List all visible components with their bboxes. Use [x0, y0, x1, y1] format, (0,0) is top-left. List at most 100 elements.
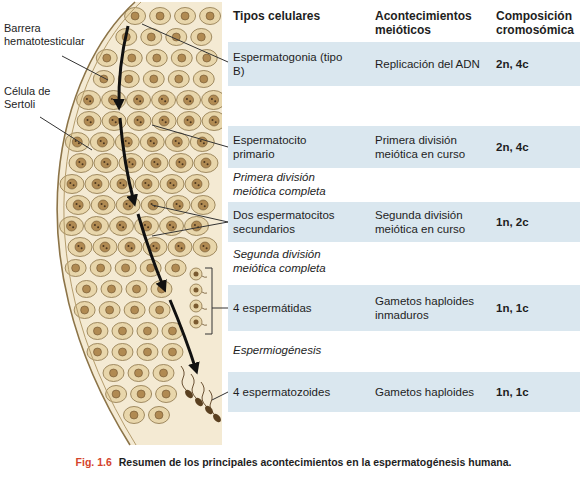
- meiotic-event: Gametos haploides: [375, 385, 487, 399]
- column-header: Acontecimientos meióticos: [375, 9, 490, 38]
- stage-note: Primera división meiótica completa: [233, 171, 348, 199]
- germ-cell: [94, 154, 118, 173]
- germ-cell: [202, 91, 226, 110]
- germ-cell: [165, 260, 186, 277]
- table-row-band: 4 espermatozoidesGametos haploides1n, 1c: [228, 372, 580, 412]
- germ-cell: [66, 196, 90, 215]
- germ-cell: [169, 154, 193, 173]
- germ-cell: [127, 112, 151, 131]
- column-header: Tipos celulares: [233, 9, 353, 23]
- germ-cell: [175, 8, 196, 25]
- figure-number: Fig. 1.6: [76, 456, 112, 468]
- germ-cell: [148, 407, 169, 424]
- germ-cell: [110, 217, 134, 236]
- germ-cell: [160, 175, 184, 194]
- germ-cell: [153, 365, 174, 382]
- table-row-band: 4 espermátidas Gametos haploides inmaduro…: [228, 285, 580, 331]
- germ-cell: [90, 133, 114, 152]
- germ-cell: [99, 302, 120, 319]
- germ-cell: [193, 238, 217, 257]
- germ-cell: [137, 344, 158, 361]
- tubule-wall: [57, 2, 222, 445]
- germ-cell: [150, 8, 171, 25]
- germ-cell: [168, 71, 189, 88]
- germ-cell: [106, 386, 127, 403]
- germ-cell: [85, 175, 109, 194]
- germ-cell: [124, 302, 145, 319]
- table-row-band: Dos espermatocitos secundarios Segunda di…: [228, 202, 580, 242]
- germ-cell: [87, 323, 108, 340]
- germ-cell: [196, 50, 217, 67]
- leader-lines: [40, 24, 228, 400]
- germ-cell: [177, 112, 201, 131]
- meiotic-event: Primera división meiótica en curso: [375, 133, 487, 161]
- germ-cell: [200, 8, 221, 25]
- germ-cell: [191, 29, 212, 46]
- maturation-arrow: [119, 26, 196, 370]
- germ-cell: [135, 175, 159, 194]
- germ-cell: [126, 281, 147, 298]
- germ-cell: [149, 302, 170, 319]
- figure-caption: Resumen de los principales acontecimient…: [119, 456, 512, 468]
- germ-cell: [143, 71, 164, 88]
- germ-cell: [85, 217, 109, 236]
- germ-cell: [101, 281, 122, 298]
- chromosome-composition: 2n, 4c: [496, 140, 576, 154]
- germ-cell: [127, 91, 151, 110]
- stage-note: Espermiogénesis: [233, 344, 383, 358]
- cell-type: Espermatogonia (tipo B): [233, 50, 348, 78]
- germ-cell: [146, 50, 167, 67]
- basement-membrane: [57, 2, 135, 445]
- chromosome-composition: 2n, 4c: [496, 57, 576, 71]
- germ-cell: [119, 154, 143, 173]
- germ-cell: [69, 154, 93, 173]
- germ-cell: [171, 50, 192, 67]
- germ-cell: [166, 29, 187, 46]
- germ-cell: [112, 323, 133, 340]
- germ-cell: [191, 196, 215, 215]
- meiotic-event: Replicación del ADN: [375, 57, 487, 71]
- germ-cell: [121, 50, 142, 67]
- germ-cell: [166, 196, 190, 215]
- cell-type: 4 espermátidas: [233, 301, 348, 315]
- meiotic-event: Segunda división meiótica en curso: [375, 208, 487, 236]
- germ-cell: [193, 71, 214, 88]
- germ-cell: [60, 217, 84, 236]
- germ-cell: [123, 407, 144, 424]
- germ-cell: [131, 386, 152, 403]
- germ-cell: [115, 133, 139, 152]
- germ-cell: [118, 238, 142, 257]
- germ-cell: [162, 344, 183, 361]
- germ-cell: [177, 91, 201, 110]
- germ-cell: [165, 133, 189, 152]
- chromosome-composition: 1n, 2c: [496, 215, 576, 229]
- germ-cell: [102, 112, 126, 131]
- chromosome-composition: 1n, 1c: [496, 385, 576, 399]
- caption-line: Fig. 1.6 Resumen de los principales acont…: [0, 456, 587, 468]
- meiotic-event: Gametos haploides inmaduros: [375, 294, 487, 322]
- germ-cell: [194, 154, 218, 173]
- germ-cell: [202, 112, 226, 131]
- germ-cell: [68, 238, 92, 257]
- germ-cell: [137, 323, 158, 340]
- germ-cell: [77, 91, 101, 110]
- germ-cell: [76, 281, 97, 298]
- germ-cell: [128, 365, 149, 382]
- germ-cell: [152, 112, 176, 131]
- bracket: [205, 268, 212, 334]
- germ-cell: [60, 175, 84, 194]
- germ-cell: [116, 196, 140, 215]
- table-row-band: Espermatocito primarioPrimera división m…: [228, 126, 580, 168]
- germ-cell: [185, 175, 209, 194]
- germ-cell: [91, 196, 115, 215]
- table-row-band: Espermatogonia (tipo B) Replicación del A…: [228, 42, 580, 86]
- chromosome-composition: 1n, 1c: [496, 301, 576, 315]
- callout-label: Célula de Sertoli: [4, 85, 66, 111]
- germ-cell: [115, 260, 136, 277]
- germ-cell: [93, 238, 117, 257]
- germ-cell: [156, 386, 177, 403]
- stage-note: Segunda división meiótica completa: [233, 248, 348, 276]
- cell-type: Dos espermatocitos secundarios: [233, 208, 348, 236]
- callout-label: Barrera hematotesticular: [4, 22, 99, 48]
- germ-cell: [77, 112, 101, 131]
